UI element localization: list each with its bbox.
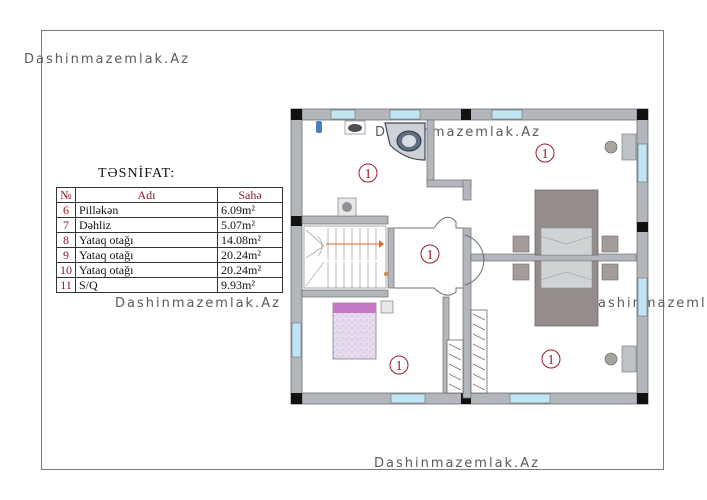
bed-double-bottom [512,260,619,327]
table-row: 6 Pilləkən 6.09m² [56,202,283,218]
wardrobe-icon [446,339,464,394]
room-name: S/Q [75,277,218,293]
room-marker: 1 [427,248,434,263]
staircase [303,225,389,289]
wardrobe-icon [470,309,488,394]
structural-columns [291,109,648,404]
room-name: Yataq otağı [75,262,218,278]
table-row: 10 Yataq otağı 20.24m² [56,262,283,278]
sink-icon [344,120,366,135]
room-number: 10 [56,262,76,278]
room-area: 5.07m² [217,217,283,233]
room-marker: 1 [548,353,555,368]
room-marker: 1 [396,359,403,374]
watermark-left-middle: Dashinmazemlak.Az [115,296,281,311]
room-markers: 1 1 1 1 1 [358,143,561,375]
table-row: 9 Yataq otağı 20.24m² [56,247,283,263]
bottle-icon [316,121,322,133]
table-row: 8 Yataq otağı 14.08m² [56,232,283,248]
watermark-top-left: Dashinmazemlak.Az [24,52,190,67]
drawing-frame [41,30,664,470]
corridor-walls [394,216,485,296]
nightstand-icon [380,300,394,314]
lamp-icon [604,345,637,373]
lamp-icon [604,133,637,161]
room-area: 9.93m² [217,277,283,293]
bathtub-icon [384,122,426,161]
room-marker: 1 [365,167,372,182]
legend-title: TƏSNİFAT: [98,166,176,181]
bed-single [332,302,377,360]
room-marker: 1 [542,147,549,162]
table-row: 11 S/Q 9.93m² [56,277,283,293]
room-area: 20.24m² [217,247,283,263]
windows [291,109,648,404]
room-legend-table: № Adı Sahə 6 Pilləkən 6.09m² 7 Dəhliz 5.… [56,187,283,293]
bed-double-top [512,189,619,256]
toilet-icon [337,197,357,217]
room-area: 14.08m² [217,232,283,248]
watermark-bottom: Dashinmazemlak.Az [374,456,540,471]
legend-header-row: № Adı Sahə [56,187,283,203]
